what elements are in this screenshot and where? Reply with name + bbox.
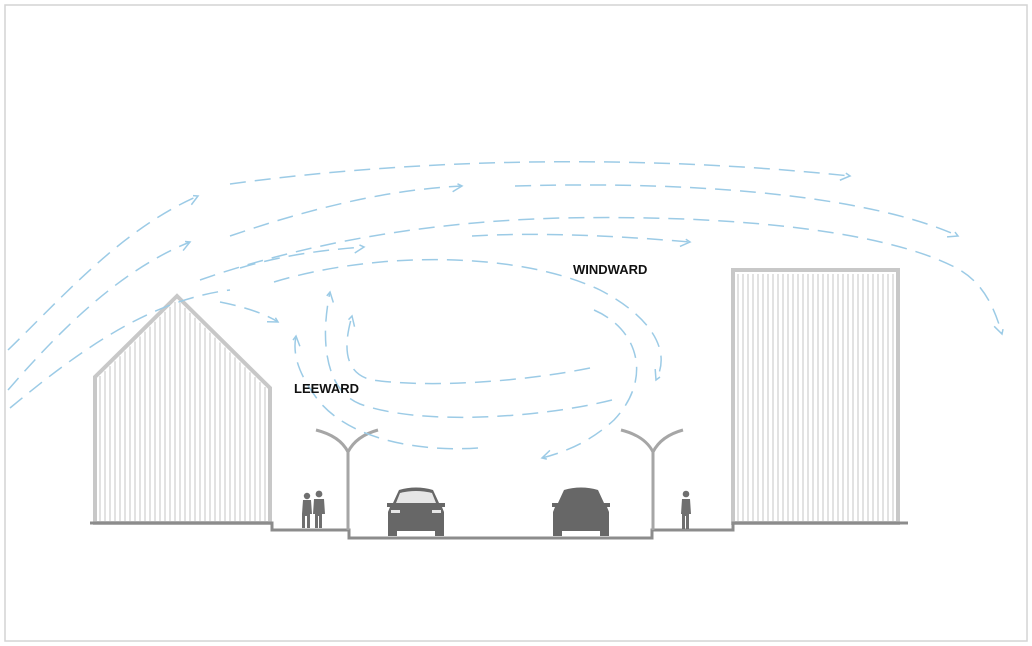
- wind-stream-vortex-outer: [273, 258, 662, 381]
- ground-line: [90, 521, 908, 540]
- wind-stream-long-mid: [199, 216, 1003, 335]
- right-building-hatching: [737, 274, 894, 521]
- wind-stream-top-right-exit-arrowhead: [946, 226, 960, 238]
- wind-stream-short-1: [229, 185, 463, 237]
- wind-flow: [7, 160, 1005, 462]
- wind-stream-short-2-arrowhead: [353, 241, 366, 254]
- wind-stream-upper-left: [7, 195, 199, 351]
- wind-stream-short-2: [239, 246, 365, 269]
- car-left: [387, 487, 445, 536]
- wind-stream-upper-arc-arrowhead: [839, 169, 852, 181]
- wind-stream-vortex-down: [541, 309, 638, 459]
- wind-stream-vortex-mid-arrowhead: [322, 290, 335, 303]
- pedestrian-single: [681, 490, 691, 529]
- windward-label: WINDWARD: [573, 262, 647, 277]
- wind-stream-upper-arc: [229, 160, 851, 185]
- wind-stream-vortex-mid: [324, 291, 613, 419]
- wind-stream-mid-left: [7, 241, 191, 391]
- street-lamp-left: [315, 428, 379, 530]
- wind-stream-vortex-inner-arrowhead: [343, 314, 356, 327]
- wind-stream-short-3-arrowhead: [679, 235, 692, 248]
- wind-stream-top-right-exit: [514, 184, 959, 237]
- street-lamp-right: [620, 428, 684, 530]
- wind-stream-upper-left-arrowhead: [186, 194, 200, 206]
- wind-stream-dip: [219, 301, 279, 323]
- wind-stream-left-low: [9, 289, 231, 409]
- wind-stream-vortex-inner: [346, 315, 591, 385]
- wind-stream-vortex-outer-arrowhead: [654, 368, 666, 382]
- wind-stream-leeward-return: [294, 335, 479, 450]
- wind-stream-dip-arrowhead: [266, 312, 280, 323]
- pedestrian-pair: [302, 490, 325, 528]
- wind-stream-short-1-arrowhead: [451, 180, 464, 193]
- left-building-hatching: [99, 301, 266, 521]
- car-right: [552, 487, 610, 536]
- wind-stream-short-3: [471, 233, 691, 243]
- left-building: [93, 293, 272, 525]
- wind-stream-long-mid-arrowhead: [993, 323, 1005, 336]
- wind-stream-mid-left-arrowhead: [178, 240, 192, 252]
- right-building: [731, 268, 900, 525]
- wind-stream-leeward-return-arrowhead: [288, 334, 301, 347]
- wind-stream-vortex-down-arrowhead: [540, 449, 553, 462]
- leeward-label: LEEWARD: [294, 381, 359, 396]
